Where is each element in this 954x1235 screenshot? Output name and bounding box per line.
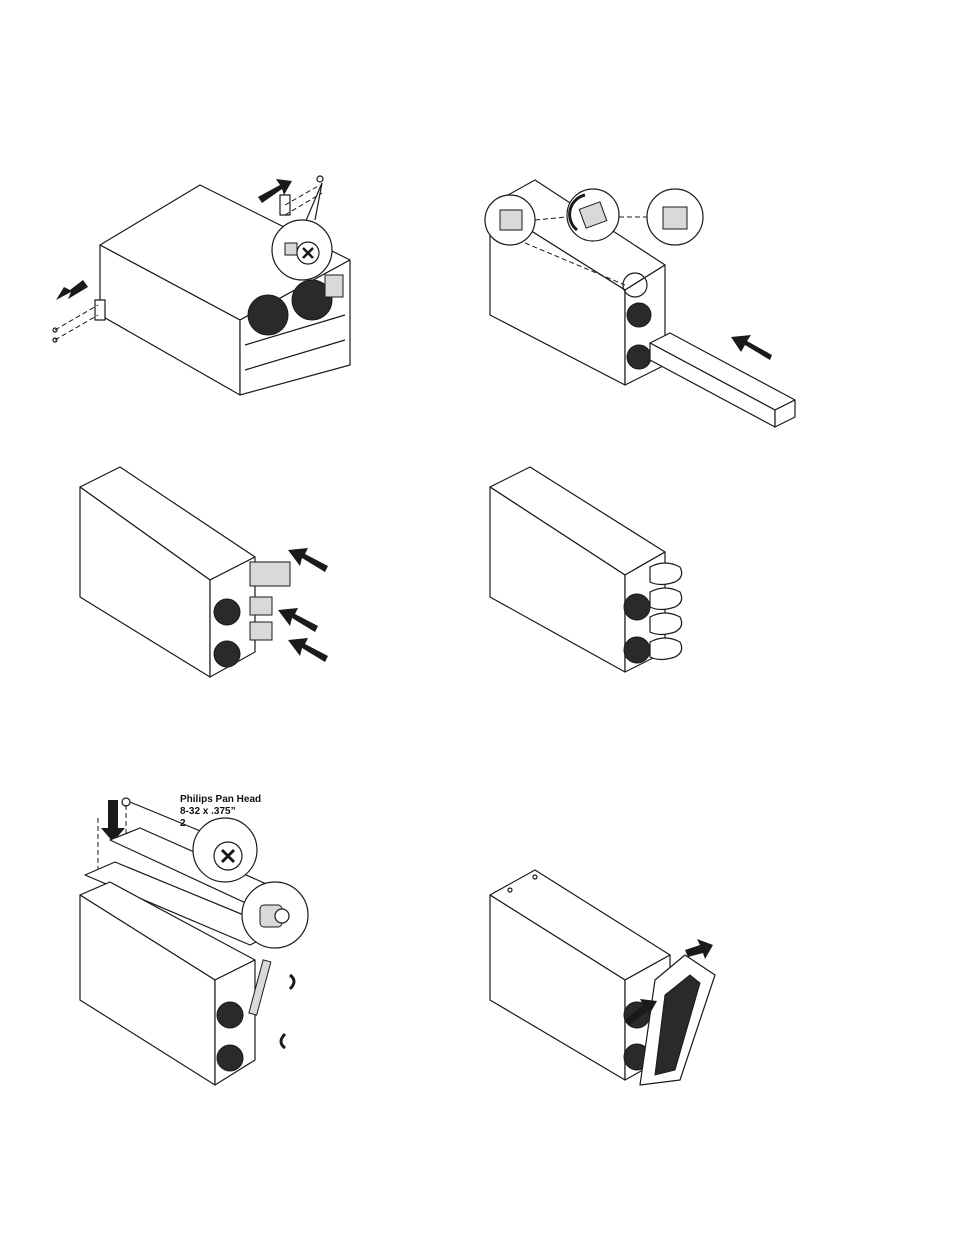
fan-icon: [624, 637, 650, 663]
callout-line-1: Philips Pan Head: [180, 794, 261, 805]
step-1-illustration: [40, 165, 370, 405]
hand-icon: [650, 563, 682, 585]
fan-icon: [217, 1045, 243, 1071]
step-2-install-battery: [485, 175, 805, 440]
fan-icon: [214, 641, 240, 667]
arrow-icon: [685, 939, 713, 959]
hand-icon: [650, 613, 682, 635]
step-6-install-front-bezel: [485, 865, 725, 1090]
battery-module-icon: [250, 562, 290, 586]
handle-left: [95, 300, 105, 320]
battery-module-icon: [250, 622, 272, 640]
arrow-icon: [731, 335, 772, 360]
arrow-icon: [278, 608, 318, 632]
hand-icon: [650, 588, 682, 610]
fan-icon: [624, 594, 650, 620]
callout-line-2: 8-32 x .375”: [180, 806, 236, 817]
hand-icon: [650, 638, 682, 660]
step-5-illustration: Philips Pan Head 8-32 x .375” 2: [70, 790, 340, 1090]
fan-icon: [627, 303, 651, 327]
fan-icon: [214, 599, 240, 625]
step-3-insert-modules: [70, 462, 340, 682]
arrow-icon: [288, 548, 328, 572]
step-2-illustration: [485, 175, 805, 440]
step-4-connect-batteries: [485, 462, 705, 682]
fan-icon: [627, 345, 651, 369]
step-3-illustration: [70, 462, 340, 682]
step-6-illustration: [485, 865, 725, 1090]
step-4-illustration: [485, 462, 705, 682]
arrow-icon: [288, 638, 328, 662]
control-panel: [325, 275, 343, 297]
arrow-icon: [56, 280, 88, 300]
battery-module-icon: [250, 597, 272, 615]
fan-icon: [248, 295, 288, 335]
step-1-remove-handles: [40, 165, 370, 405]
fan-icon: [217, 1002, 243, 1028]
step-5-attach-top-panel: Philips Pan Head 8-32 x .375” 2: [70, 790, 340, 1090]
